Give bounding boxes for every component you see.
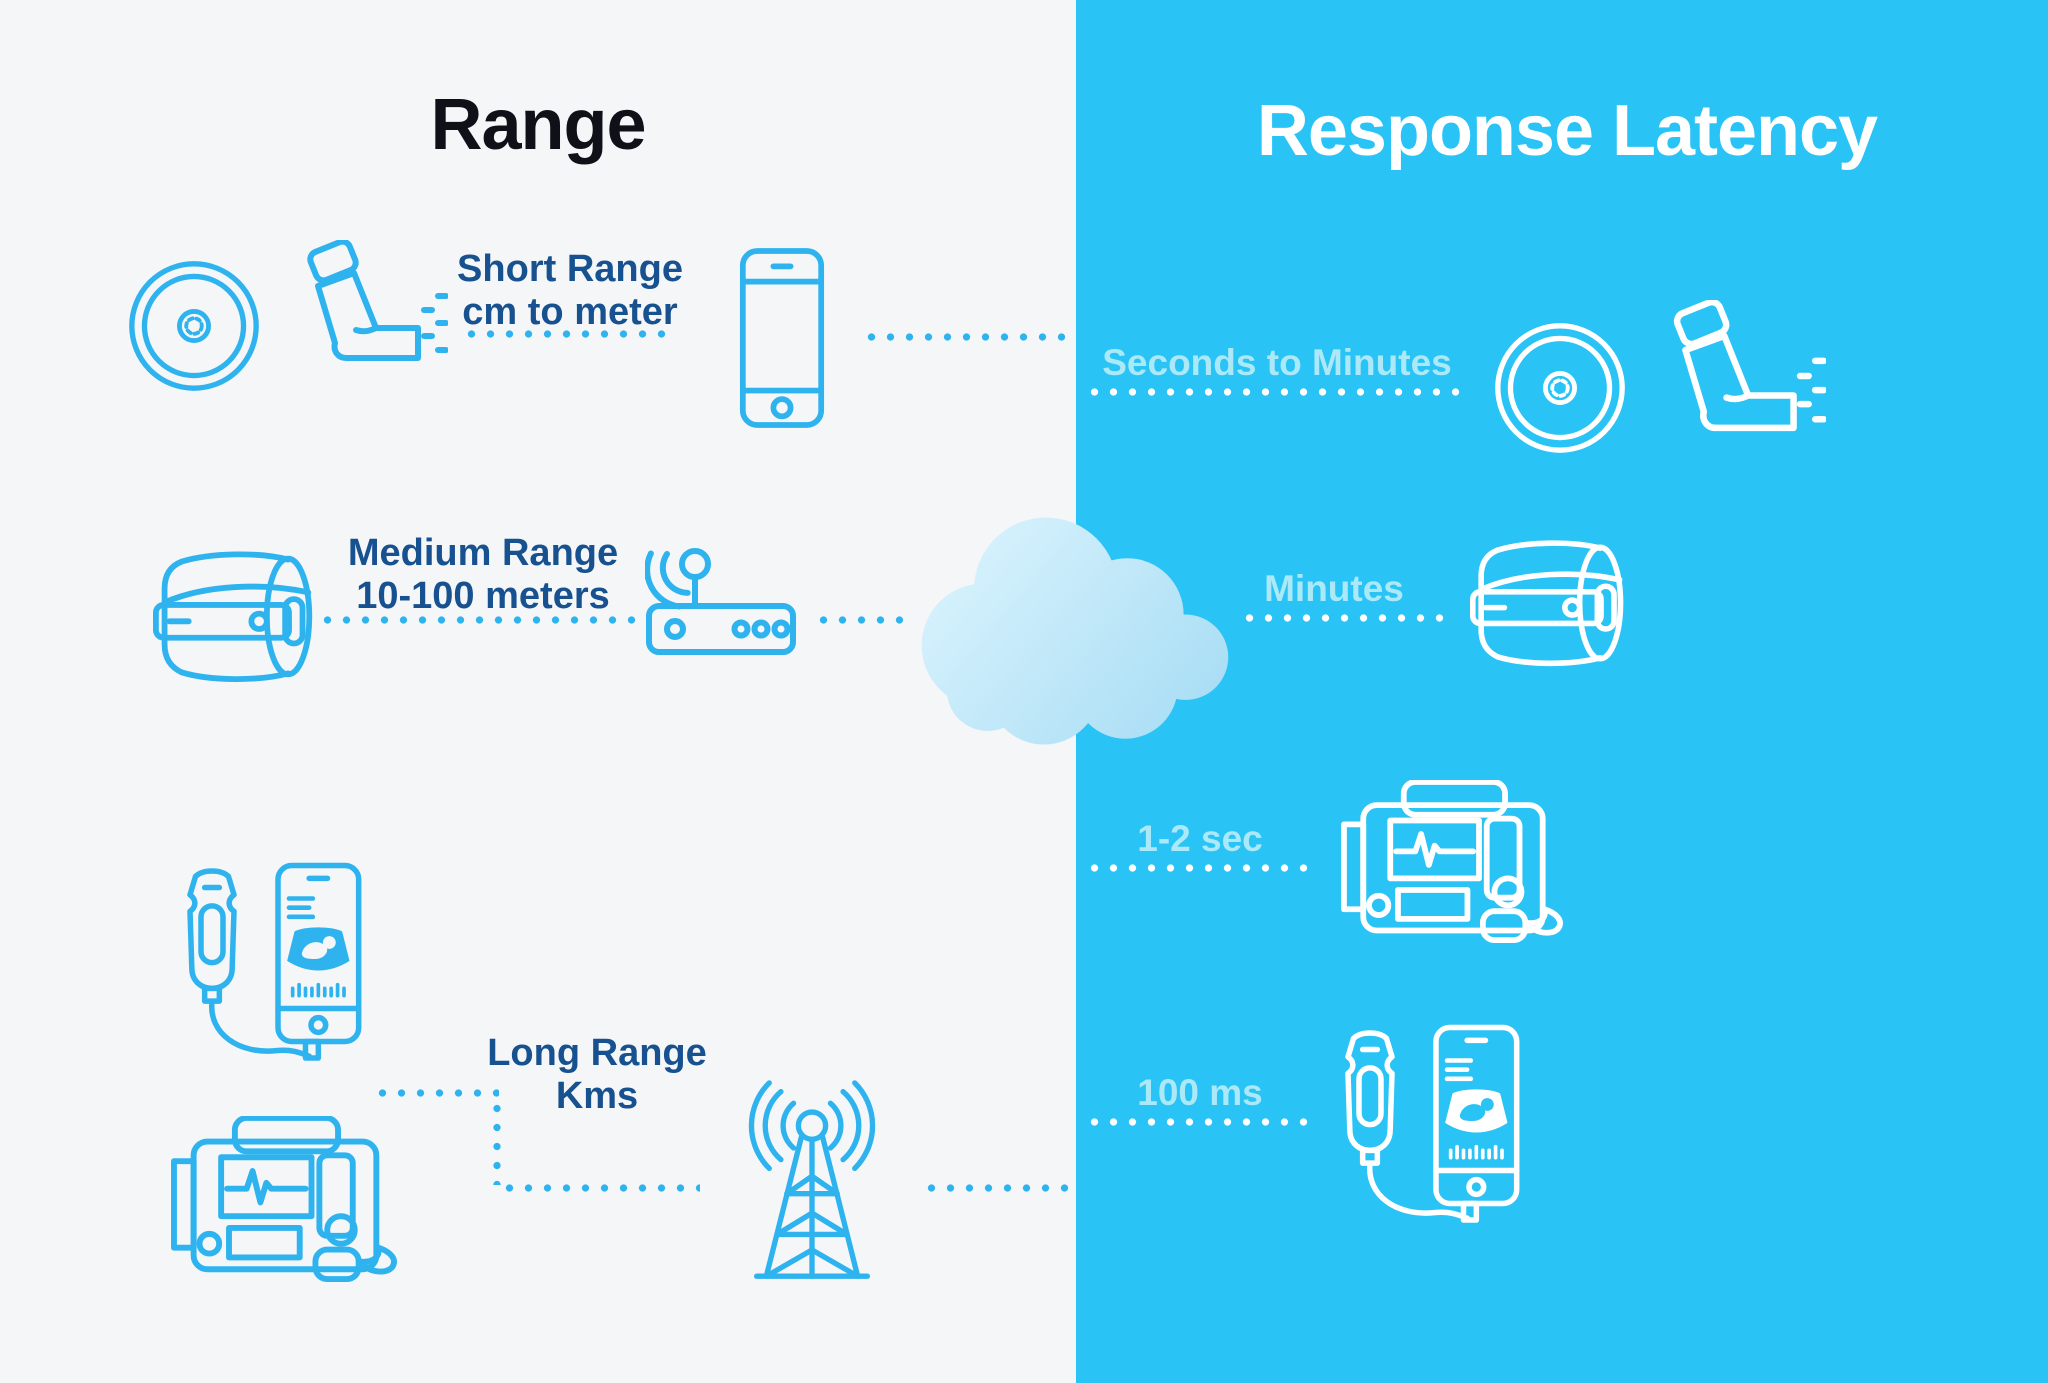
hundred-ms-label: 100 ms — [1137, 1072, 1263, 1113]
bp-cuff-icon — [153, 544, 317, 689]
dotted-connector — [1085, 1118, 1317, 1126]
medium-range-label-line1: Medium Range — [347, 532, 619, 574]
range-title: Range — [430, 85, 646, 165]
inhaler-icon — [1640, 300, 1826, 465]
medium-range-label: Medium Range 10-100 meters — [333, 532, 633, 617]
dotted-connector — [1085, 388, 1467, 396]
long-range-label-line2: Kms — [555, 1074, 639, 1117]
dotted-connector — [500, 1184, 700, 1192]
seconds-to-minutes-label: Seconds to Minutes — [1102, 342, 1452, 383]
dotted-connector — [1240, 614, 1452, 622]
dotted-connector — [493, 1099, 501, 1185]
dotted-connector — [318, 616, 640, 624]
defibrillator-icon — [166, 1116, 402, 1283]
range-panel-background — [0, 0, 1076, 1383]
dotted-connector — [814, 616, 914, 624]
bp-cuff-icon — [1470, 533, 1628, 673]
disc-inhaler-icon — [126, 258, 262, 394]
wifi-router-icon — [645, 528, 797, 658]
long-range-label: Long Range Kms — [447, 1032, 747, 1117]
minutes-label: Minutes — [1264, 568, 1404, 609]
defibrillator-icon — [1336, 780, 1568, 944]
long-range-label-line1: Long Range — [487, 1032, 707, 1074]
one-two-sec-label: 1-2 sec — [1137, 818, 1263, 859]
radio-tower-icon — [710, 1077, 914, 1286]
short-range-label-line1: Short Range — [457, 248, 683, 290]
ultrasound-probe-phone-icon — [166, 860, 368, 1080]
response-latency-title: Response Latency — [1256, 91, 1878, 171]
short-range-label-line2: cm to meter — [462, 290, 678, 333]
dotted-connector — [373, 1089, 499, 1097]
cloud-icon — [921, 517, 1229, 745]
dotted-connector — [1085, 864, 1317, 872]
latency-panel-background — [1076, 0, 2048, 1383]
smartphone-icon — [739, 246, 825, 430]
short-range-label: Short Range cm to meter — [420, 248, 720, 333]
dotted-connector — [922, 1184, 1076, 1192]
disc-inhaler-icon — [1492, 320, 1628, 456]
dotted-connector — [462, 330, 676, 338]
ultrasound-probe-phone-icon — [1324, 1022, 1526, 1242]
medium-range-label-line2: 10-100 meters — [356, 574, 610, 617]
dotted-connector — [862, 333, 1076, 341]
